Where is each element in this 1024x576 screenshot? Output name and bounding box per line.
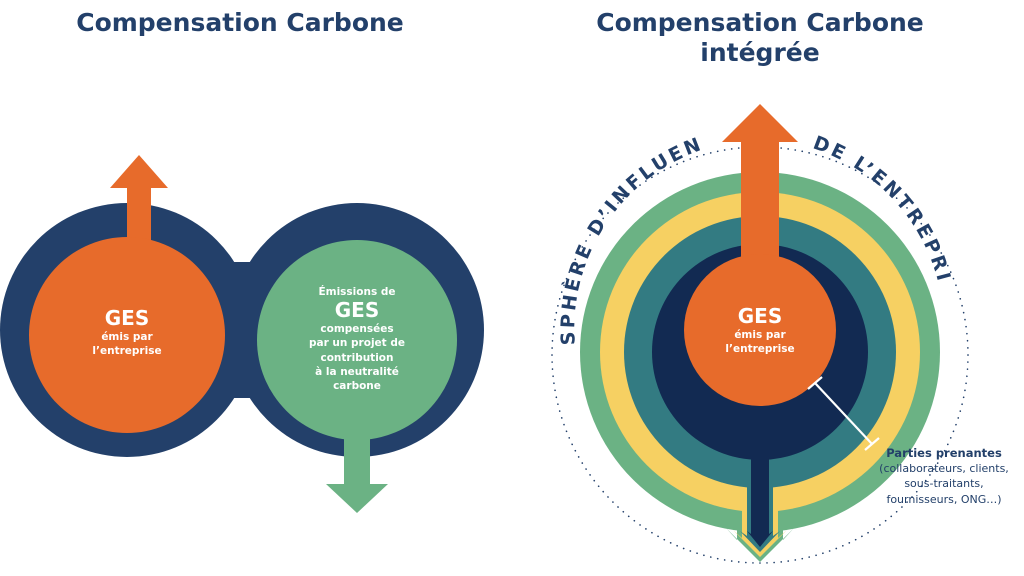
green-line1: compensées xyxy=(320,323,394,336)
left-orange-arrowhead xyxy=(110,155,168,188)
center-ges-line2: l’entreprise xyxy=(725,343,795,356)
green-ges-label: GES xyxy=(334,298,380,323)
green-line5: carbone xyxy=(333,379,381,392)
left-ges-line1: émis par xyxy=(101,331,153,343)
stakeholders-title: Parties prenantes xyxy=(886,446,1002,460)
left-orange-circle-label: GES émis par l’entreprise xyxy=(57,307,197,358)
left-ges-label: GES xyxy=(104,306,150,330)
left-green-circle-label: Émissions de GES compensées par un proje… xyxy=(287,285,427,393)
left-orange-circle xyxy=(29,237,225,433)
left-diagram xyxy=(0,155,484,513)
center-ges-line1: émis par xyxy=(734,329,786,341)
ring-dark-navy-tail xyxy=(747,450,773,547)
right-title-line1: Compensation Carbone xyxy=(596,8,924,37)
stakeholders-line1: (collaborateurs, clients, xyxy=(879,462,1009,476)
stakeholders-annotation: Parties prenantes (collaborateurs, clien… xyxy=(868,445,1020,507)
left-green-circle xyxy=(257,240,457,440)
center-orange-arrowhead xyxy=(722,104,798,142)
green-line4: à la neutralité xyxy=(315,365,399,378)
green-line0: Émissions de xyxy=(318,286,396,298)
green-line3: contribution xyxy=(320,351,394,364)
center-circle-label: GES émis par l’entreprise xyxy=(690,305,830,356)
left-ges-line2: l’entreprise xyxy=(92,345,162,358)
stakeholders-pointer-cap-bottom xyxy=(864,437,880,451)
left-green-arrow-shaft xyxy=(344,420,370,486)
center-orange-circle xyxy=(684,254,836,406)
stakeholders-pointer-line xyxy=(814,382,873,445)
stakeholders-pointer-cap-top xyxy=(807,376,823,390)
center-ges-label: GES xyxy=(737,304,783,328)
green-line2: par un projet de xyxy=(309,337,405,350)
left-green-arrowhead xyxy=(326,484,388,513)
stakeholders-line3: fournisseurs, ONG…) xyxy=(886,492,1002,506)
right-diagram-title: Compensation Carbone intégrée xyxy=(540,8,980,68)
right-title-line2: intégrée xyxy=(700,38,820,67)
left-diagram-title: Compensation Carbone xyxy=(76,8,404,37)
stakeholders-line2: sous-traitants, xyxy=(904,477,984,491)
